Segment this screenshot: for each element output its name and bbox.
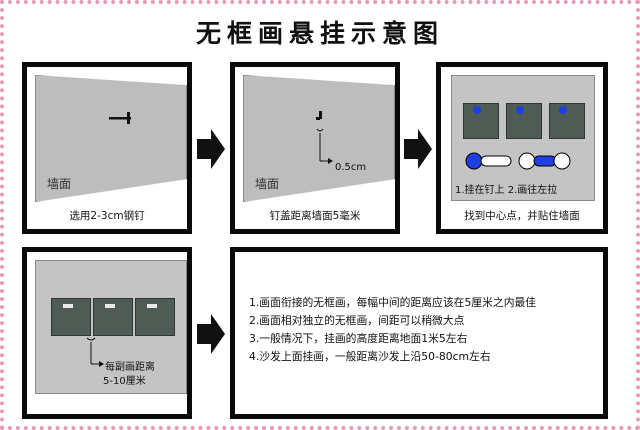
page-title: 无框画悬挂示意图 <box>195 19 444 48</box>
wall-surface <box>35 75 187 202</box>
wall-label: 墙面 <box>255 177 280 191</box>
arrow-right-icon <box>404 129 432 169</box>
note-item: 2.画面相对独立的无框画，间距可以稍微大点 <box>249 314 465 327</box>
caption-nail: 选用2-3cm钢钉 <box>69 210 145 222</box>
measure-arrow-icon <box>316 111 333 164</box>
arrow-right-icon <box>197 129 225 169</box>
panel-nail: 墙面 选用2-3cm钢钉 <box>22 62 192 234</box>
spacing-label-2: 5-10厘米 <box>103 376 146 387</box>
panel-spacing: 每副画距离 5-10厘米 <box>22 247 192 419</box>
caption-gap: 钉盖距离墙面5毫米 <box>269 210 361 222</box>
note-item: 1.画面衔接的无框画，每幅中间的距离应该在5厘米之内最佳 <box>249 296 537 309</box>
note-item: 3.一般情况下，挂画的高度距离地面1米5左右 <box>249 332 468 345</box>
spacing-label-1: 每副画距离 <box>105 362 155 373</box>
panel-gap: 墙面 0.5cm 钉盖距离墙面5毫米 <box>230 62 400 234</box>
panel-hang: 1.挂在钉上 2.画往左拉 找到中心点，并贴住墙面 <box>436 62 608 234</box>
hook-icon <box>465 106 571 170</box>
hang-steps: 1.挂在钉上 2.画往左拉 <box>455 185 558 196</box>
notes-list: 1.画面衔接的无框画，每幅中间的距离应该在5厘米之内最佳 2.画面相对独立的无框… <box>249 294 593 366</box>
measure-arrow-icon <box>63 304 157 367</box>
caption-hang: 找到中心点，并贴住墙面 <box>464 210 580 222</box>
frame-tile <box>463 103 499 139</box>
frame-tile <box>549 103 585 139</box>
frame-tile <box>506 103 542 139</box>
panel-notes: 1.画面衔接的无框画，每幅中间的距离应该在5厘米之内最佳 2.画面相对独立的无框… <box>230 247 608 419</box>
nail-icon <box>109 112 131 124</box>
arrow-right-icon <box>197 314 225 354</box>
wall-label: 墙面 <box>47 177 72 191</box>
note-item: 4.沙发上面挂画，一般距离沙发上沿50-80cm左右 <box>249 350 491 363</box>
measure-label: 0.5cm <box>335 162 367 173</box>
